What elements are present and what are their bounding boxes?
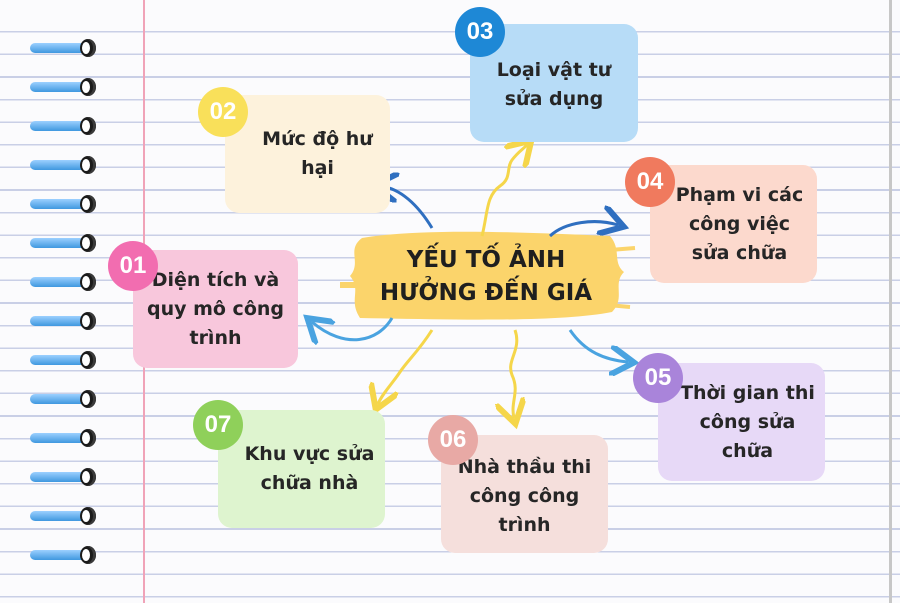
factor-number-05: 05 [644,364,672,391]
factor-number-02: 02 [209,98,237,125]
factor-text-04: Phạm vi các công việc sửa chữa [675,183,804,264]
spiral-ring [30,390,96,408]
connector-to-06 [511,329,517,418]
factor-text-02: Mức độ hư hại [262,128,373,179]
factor-badge-05: 05 [633,353,683,403]
factor-text-07: Khu vực sửa chữa nhà [244,443,375,494]
center-title-line-1: YẾU TỐ ẢNH [406,247,566,273]
spiral-ring [30,156,96,174]
center-title: YẾU TỐ ẢNH HƯỞNG ĐẾN GIÁ [352,232,620,322]
spiral-ring [30,234,96,252]
factor-text-06: Nhà thầu thi công công trình [457,455,592,536]
brush-streak [609,246,636,252]
factor-card-03: Loại vật tư sửa dụng [470,24,638,142]
factor-number-03: 03 [466,18,494,45]
factor-badge-01: 01 [108,241,158,291]
spiral-ring [30,429,96,447]
connector-to-03 [480,145,527,237]
center-brush-shape [350,231,624,320]
spiral-ring [30,78,96,96]
connector-to-07 [378,329,434,404]
spiral-ring [30,273,96,291]
connector-to-01 [312,318,394,340]
factor-badge-02: 02 [198,87,248,137]
spiral-ring [30,195,96,213]
factor-number-01: 01 [119,252,147,279]
spiral-ring [30,507,96,525]
spiral-ring [30,546,96,564]
factor-badge-03: 03 [455,7,505,57]
factor-card-07: Khu vực sửa chữa nhà [218,410,385,528]
factor-number-06: 06 [439,426,467,453]
brush-streak [607,303,631,309]
spiral-ring [30,117,96,135]
page-edge [889,0,892,603]
spiral-ring [30,39,96,57]
factor-card-05: Thời gian thi công sửa chữa [658,363,825,481]
center-title-line-2: HƯỞNG ĐẾN GIÁ [379,280,593,306]
factor-badge-04: 04 [625,157,675,207]
factor-number-07: 07 [204,411,232,438]
factor-badge-06: 06 [428,415,478,465]
connector-to-05 [568,329,628,362]
spiral-ring [30,351,96,369]
spiral-ring [30,468,96,486]
factor-card-01: Diện tích và quy mô công trình [133,250,298,368]
factor-card-02: Mức độ hư hại [225,95,390,213]
factor-text-03: Loại vật tư sửa dụng [496,59,612,110]
factor-text-05: Thời gian thi công sửa chữa [680,381,815,462]
factor-text-01: Diện tích và quy mô công trình [146,268,285,349]
factor-card-04: Phạm vi các công việc sửa chữa [650,165,817,283]
connector-to-04 [548,222,618,238]
factor-badge-07: 07 [193,400,243,450]
factor-number-04: 04 [636,168,664,195]
spiral-ring [30,312,96,330]
spiral-binding [30,0,110,603]
